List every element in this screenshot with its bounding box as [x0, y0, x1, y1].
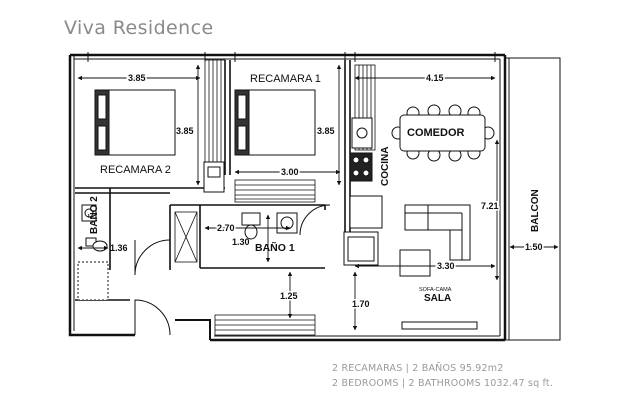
dim-bedroom1-width: 3.00	[281, 167, 299, 177]
tv-unit	[401, 321, 478, 330]
caption-spanish: 2 RECAMARAS | 2 BAÑOS 95.92m2	[332, 363, 504, 374]
dim-bath2-width: 1.36	[110, 243, 128, 253]
bed-2	[94, 89, 176, 156]
balcony	[504, 57, 561, 341]
dining-table	[391, 104, 495, 162]
dim-bedroom2-width: 3.85	[128, 73, 146, 83]
windows	[87, 52, 496, 62]
dim-living-width: 3.30	[437, 261, 455, 271]
label-living: SALA	[424, 293, 451, 304]
label-balcony: BALCON	[530, 189, 541, 232]
label-sofa-bed: SOFA-CAMA	[419, 287, 452, 293]
doors	[134, 204, 331, 336]
label-dining: COMEDOR	[407, 127, 465, 139]
sofa-bed	[399, 204, 471, 277]
kitchen	[203, 117, 383, 266]
dim-bedroom1-depth: 3.85	[317, 126, 335, 136]
bath2-fixtures	[77, 204, 109, 301]
label-bath-1: BAÑO 1	[255, 241, 295, 254]
dim-bath1-depth: 1.30	[232, 237, 250, 247]
dim-bedroom2-depth: 3.85	[176, 126, 194, 136]
label-bedroom-1: RECAMARA 1	[250, 73, 321, 85]
label-kitchen: COCINA	[380, 147, 391, 186]
label-bedroom-2: RECAMARA 2	[100, 164, 171, 176]
bath1-fixtures	[241, 212, 298, 240]
dim-kitchen-depth: 1.70	[352, 299, 370, 309]
dim-dining-width: 4.15	[426, 73, 444, 83]
dim-bath1-width: 2.70	[217, 223, 235, 233]
bed-1	[234, 89, 316, 156]
dim-balcony-depth: 1.50	[525, 242, 543, 252]
dimension-lines	[77, 64, 559, 331]
caption-english: 2 BEDROOMS | 2 BATHROOMS 1032.47 sq ft.	[332, 378, 554, 389]
dim-hall-depth: 1.25	[280, 291, 298, 301]
plan-title: Viva Residence	[64, 17, 214, 39]
dim-living-depth: 7.21	[481, 201, 499, 211]
label-bath-2: BAÑO 2	[87, 196, 100, 234]
